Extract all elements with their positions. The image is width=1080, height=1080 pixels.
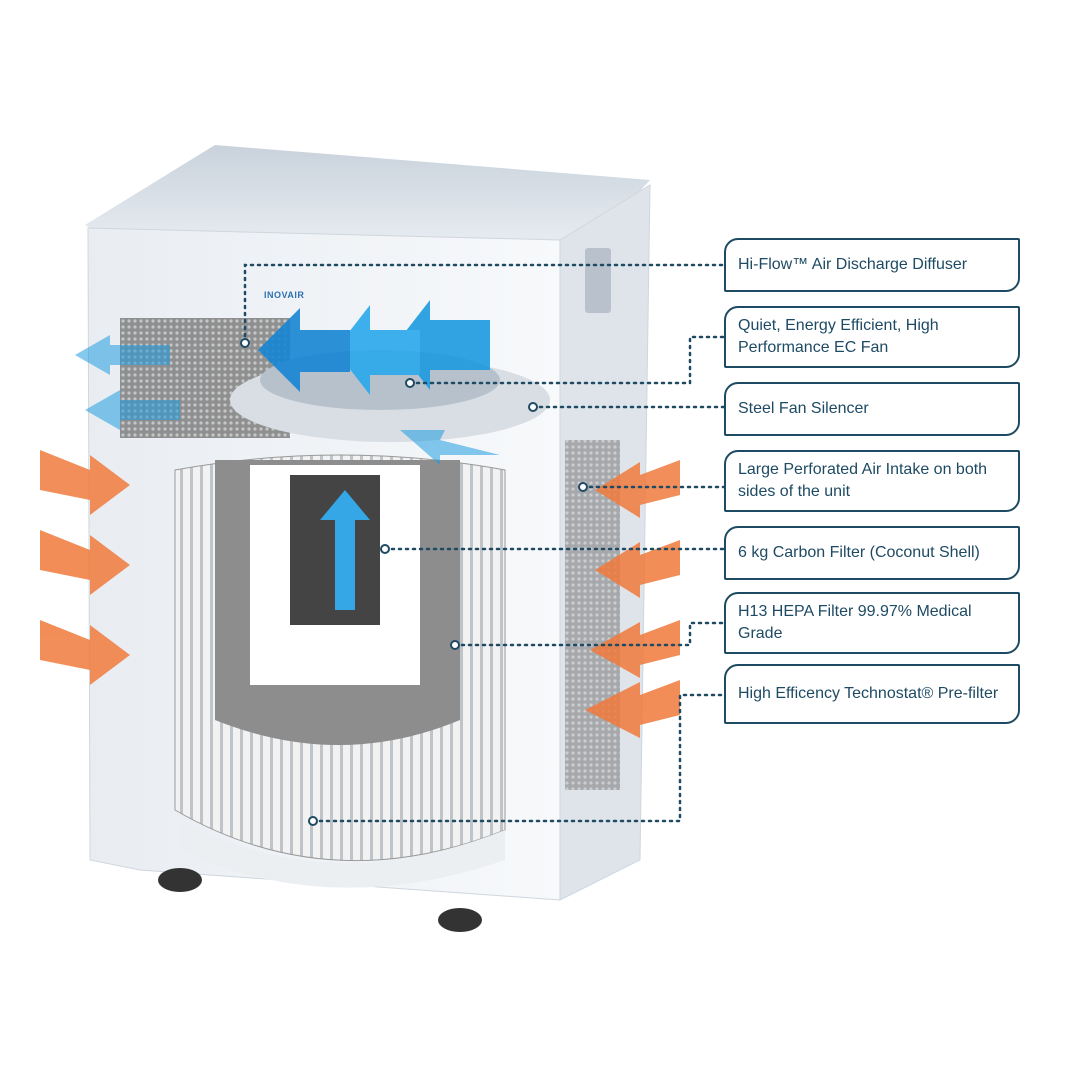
outflow-arrows xyxy=(75,300,500,465)
callout-silencer: Steel Fan Silencer xyxy=(724,382,1020,436)
callout-fan: Quiet, Energy Efficient, High Performanc… xyxy=(724,306,1020,368)
callout-intake: Large Perforated Air Intake on both side… xyxy=(724,450,1020,512)
brand-logo: INOVAIR xyxy=(264,290,305,300)
core-airflow-arrow xyxy=(320,490,370,610)
unit-top xyxy=(85,145,650,240)
callout-hepa-filter: H13 HEPA Filter 99.97% Medical Grade xyxy=(724,592,1020,654)
intake-arrows xyxy=(40,450,680,738)
callout-diffuser: Hi-Flow™ Air Discharge Diffuser xyxy=(724,238,1020,292)
callout-prefilter: High Efficency Technostat® Pre-filter xyxy=(724,664,1020,724)
callout-dots xyxy=(240,338,588,826)
wheel xyxy=(438,908,482,932)
wheel xyxy=(158,868,202,892)
handle xyxy=(585,248,611,313)
leader-lines xyxy=(243,263,726,823)
filter-base xyxy=(180,820,505,888)
callout-carbon-filter: 6 kg Carbon Filter (Coconut Shell) xyxy=(724,526,1020,580)
